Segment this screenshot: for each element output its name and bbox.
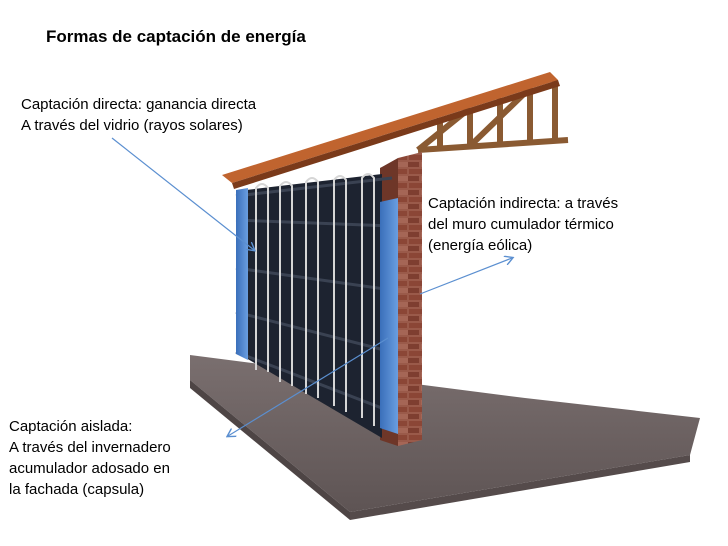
label-directa-line-1: Captación directa: ganancia directa xyxy=(21,96,257,113)
label-indirecta-line-3: (energía eólica) xyxy=(428,237,533,254)
label-captacion-indirecta: Captación indirecta: a través del muro c… xyxy=(428,193,618,256)
pointer-arrows xyxy=(111,137,512,436)
label-aislada-line-2: A través del invernadero xyxy=(9,439,171,456)
label-aislada-line-1: Captación aislada: xyxy=(9,418,133,435)
diagram-title: Formas de captación de energía xyxy=(46,27,306,46)
floor-slab xyxy=(190,355,700,520)
label-aislada-line-3: acumulador adosado en xyxy=(9,460,170,477)
left-glazing xyxy=(236,188,248,360)
label-captacion-directa: Captación directa: ganancia directa A tr… xyxy=(21,94,256,136)
label-aislada-line-4: la fachada (capsula) xyxy=(9,481,145,498)
roof xyxy=(222,72,560,189)
storage-wall xyxy=(235,173,393,438)
glass-panel xyxy=(380,198,398,434)
label-indirecta-line-2: del muro cumulador térmico xyxy=(428,216,614,233)
label-captacion-aislada: Captación aislada: A través del invernad… xyxy=(9,416,171,500)
label-indirecta-line-1: Captación indirecta: a través xyxy=(428,195,619,212)
label-directa-line-2: A través del vidrio (rayos solares) xyxy=(21,117,243,134)
